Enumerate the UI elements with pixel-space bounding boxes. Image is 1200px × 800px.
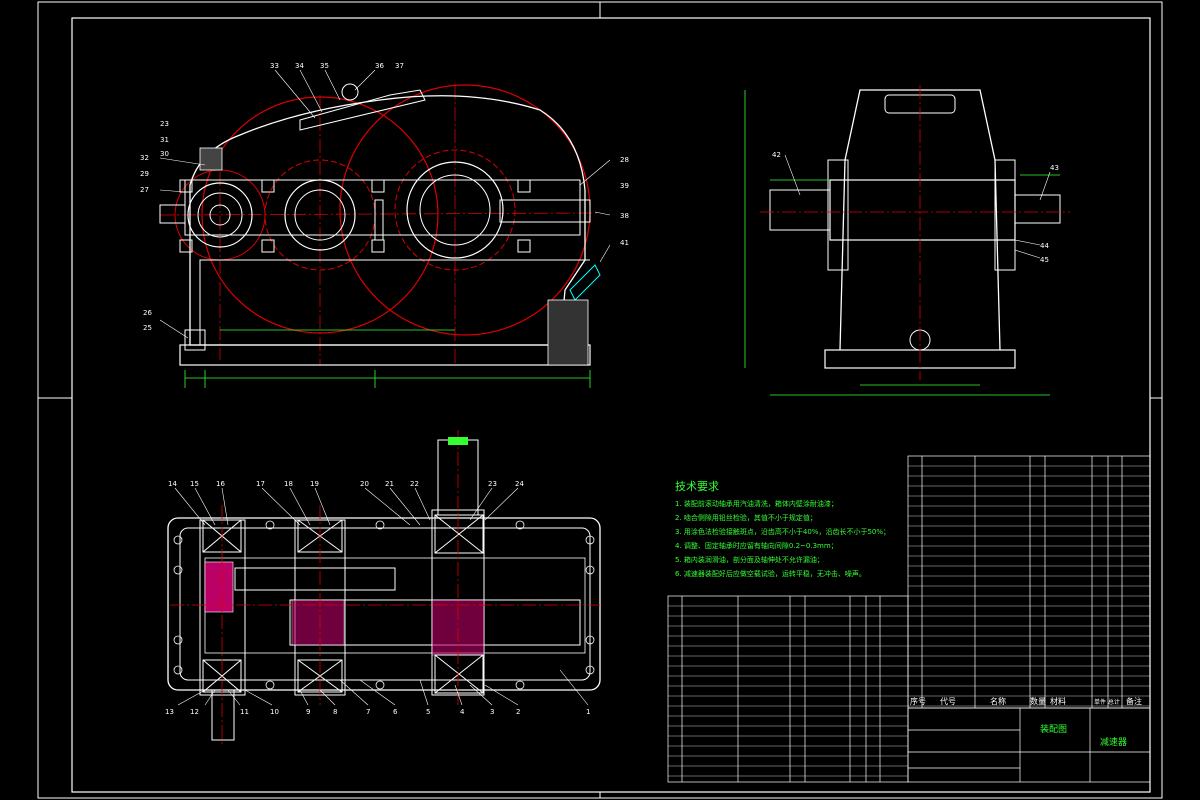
tech-requirements-heading: 技术要求 — [675, 480, 719, 493]
bom-header-material: 材料 — [1050, 696, 1066, 706]
callout-27: 27 — [140, 186, 149, 194]
callout-30: 30 — [160, 150, 169, 158]
bom-rows — [668, 465, 1150, 777]
bom-header-qty: 数量 — [1030, 696, 1046, 706]
callout-2: 2 — [516, 708, 520, 716]
callout-13: 13 — [165, 708, 174, 716]
callout-4: 4 — [460, 708, 465, 716]
callout-43: 43 — [1050, 164, 1059, 172]
title-block-name: 装配图 — [1040, 723, 1067, 735]
callout-8: 8 — [333, 708, 337, 716]
callout-44: 44 — [1040, 242, 1049, 250]
callout-38: 38 — [620, 212, 629, 220]
callout-39: 39 — [620, 182, 629, 190]
callout-6: 6 — [393, 708, 398, 716]
title-block-subtitle: 减速器 — [1100, 736, 1127, 748]
tech-requirement-6: 6. 减速器装配好后应做空载试验，运转平稳，无冲击、噪声。 — [675, 569, 866, 578]
bom-header-row: 序号 代号 名称 数量 材料 单件 总计 备注 — [910, 696, 1142, 706]
front-view — [159, 83, 601, 388]
callout-9: 9 — [306, 708, 310, 716]
bom-header-note: 备注 — [1126, 696, 1142, 706]
tech-requirement-5: 5. 箱内装润滑油，剖分面及轴伸处不允许漏油； — [675, 555, 824, 564]
sheet-inner-border — [71, 17, 1151, 793]
callout-12: 12 — [190, 708, 199, 716]
callout-33: 33 — [270, 62, 279, 70]
callout-21: 21 — [385, 480, 394, 488]
callout-18: 18 — [284, 480, 293, 488]
tech-requirement-4: 4. 调整、固定轴承时应留有轴向间隙0.2~0.3mm； — [675, 541, 838, 550]
callout-34: 34 — [295, 62, 304, 70]
top-view — [167, 430, 601, 745]
callout-7: 7 — [366, 708, 370, 716]
callout-16: 16 — [216, 480, 225, 488]
tech-requirement-2: 2. 啮合侧隙用铅丝检验，其值不小于规定值； — [675, 513, 817, 522]
tech-requirement-3: 3. 用涂色法检验接触斑点，沿齿高不小于40%，沿齿长不小于50%； — [675, 527, 890, 536]
callout-23-top: 23 — [488, 480, 497, 488]
callout-5: 5 — [426, 708, 430, 716]
callout-28: 28 — [620, 156, 629, 164]
callout-42: 42 — [772, 151, 781, 159]
callout-23: 23 — [160, 120, 169, 128]
tech-requirement-1: 1. 装配前滚动轴承用汽油清洗，箱体内壁涂耐油漆； — [675, 499, 838, 508]
callout-11: 11 — [240, 708, 249, 716]
callout-10: 10 — [270, 708, 279, 716]
bom-header-name: 名称 — [990, 696, 1006, 706]
top-view-callouts: 14 15 16 17 18 19 20 21 22 23 24 13 12 1… — [165, 480, 590, 716]
callout-37: 37 — [395, 62, 404, 70]
callout-26: 26 — [143, 309, 152, 317]
callout-31: 31 — [160, 136, 169, 144]
callout-20: 20 — [360, 480, 369, 488]
front-view-callouts: 33 34 35 36 37 23 31 30 32 29 27 28 39 3… — [140, 62, 629, 339]
callout-35: 35 — [320, 62, 329, 70]
callout-36: 36 — [375, 62, 384, 70]
callout-25: 25 — [143, 324, 152, 332]
callout-24: 24 — [515, 480, 524, 488]
bom-header-seq: 序号 — [910, 696, 926, 706]
callout-15: 15 — [190, 480, 199, 488]
callout-14: 14 — [168, 480, 177, 488]
bom-header-mass: 单件 总计 — [1094, 698, 1120, 706]
callout-29: 29 — [140, 170, 149, 178]
side-view — [744, 85, 1070, 396]
callout-3: 3 — [490, 708, 494, 716]
side-view-callouts: 42 43 44 45 — [772, 151, 1059, 264]
callout-19: 19 — [310, 480, 319, 488]
callout-32: 32 — [140, 154, 149, 162]
technical-requirements: 技术要求 1. 装配前滚动轴承用汽油清洗，箱体内壁涂耐油漆； 2. 啮合侧隙用铅… — [675, 480, 890, 578]
callout-22: 22 — [410, 480, 419, 488]
bom-header-code: 代号 — [940, 696, 956, 706]
callout-1: 1 — [586, 708, 590, 716]
callout-17: 17 — [256, 480, 265, 488]
callout-41: 41 — [620, 239, 629, 247]
callout-45: 45 — [1040, 256, 1049, 264]
